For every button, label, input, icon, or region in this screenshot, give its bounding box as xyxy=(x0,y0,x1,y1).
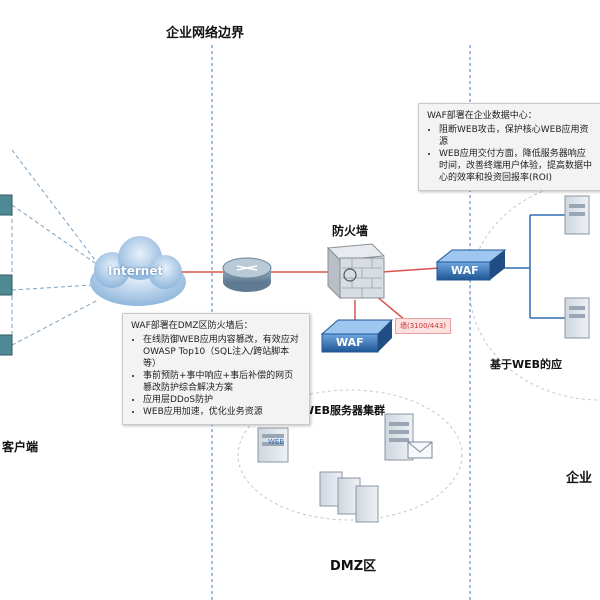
list-item: 阻断WEB攻击，保护核心WEB应用资源 xyxy=(439,124,593,148)
waf-device-icon xyxy=(320,319,394,353)
dmz-zone-outline xyxy=(237,389,463,521)
cloud-icon xyxy=(90,236,186,306)
dmz-waf-callout: WAF部署在DMZ区防火墙后： 在线防御WEB应用内容篡改，有效应对OWASP … xyxy=(122,313,310,425)
waf-device-icon xyxy=(435,249,507,281)
internet-label: Internet xyxy=(108,264,164,278)
client-links xyxy=(11,149,99,346)
dmz-callout-list: 在线防御WEB应用内容篡改，有效应对OWASP Top10（SQL注入/跨站脚本… xyxy=(131,334,301,418)
dc-callout-title: WAF部署在企业数据中心： xyxy=(427,111,537,121)
firewall-icon xyxy=(326,243,386,300)
dmz-callout-title: WAF部署在DMZ区防火墙后： xyxy=(131,321,253,331)
waf-label-dmz: WAF xyxy=(336,336,364,349)
web-tag: WEB xyxy=(268,438,285,446)
red-links xyxy=(178,267,441,322)
list-item: 应用层DDoS防护 xyxy=(143,394,301,406)
list-item: 在线防御WEB应用内容篡改，有效应对OWASP Top10（SQL注入/跨站脚本… xyxy=(143,334,301,370)
client-label: 客户端 xyxy=(2,440,39,454)
waf-label-datacenter: WAF xyxy=(451,264,479,277)
enterprise-label: 企业 xyxy=(566,471,593,486)
firewall-label: 防火墙 xyxy=(332,224,369,238)
server-icon xyxy=(564,195,590,339)
client-pc-icon xyxy=(0,194,13,356)
list-item: WEB应用交付方面，降低服务器响应时间，改善终端用户体验，提高数据中心的效率和投… xyxy=(439,148,593,184)
zone-outlines xyxy=(237,179,600,521)
list-item: 事前预防+事中响应+事后补偿的网页篡改防护综合解决方案 xyxy=(143,370,301,394)
list-item: WEB应用加速，优化业务资源 xyxy=(143,406,301,418)
router-icon xyxy=(222,257,272,292)
web-cluster-label: WEB服务器集群 xyxy=(302,404,386,417)
dc-callout-list: 阻断WEB攻击，保护核心WEB应用资源 WEB应用交付方面，降低服务器响应时间，… xyxy=(427,124,593,184)
dmz-label: DMZ区 xyxy=(330,559,377,574)
datacenter-waf-callout: WAF部署在企业数据中心： 阻断WEB攻击，保护核心WEB应用资源 WEB应用交… xyxy=(418,103,600,191)
enterprise-boundary-label: 企业网络边界 xyxy=(166,26,245,41)
firewall-port-tag: 墙(3100/443) xyxy=(395,318,451,334)
web-app-label: 基于WEB的应 xyxy=(490,358,563,371)
datacenter-links xyxy=(498,214,565,319)
email-icon xyxy=(407,441,433,459)
